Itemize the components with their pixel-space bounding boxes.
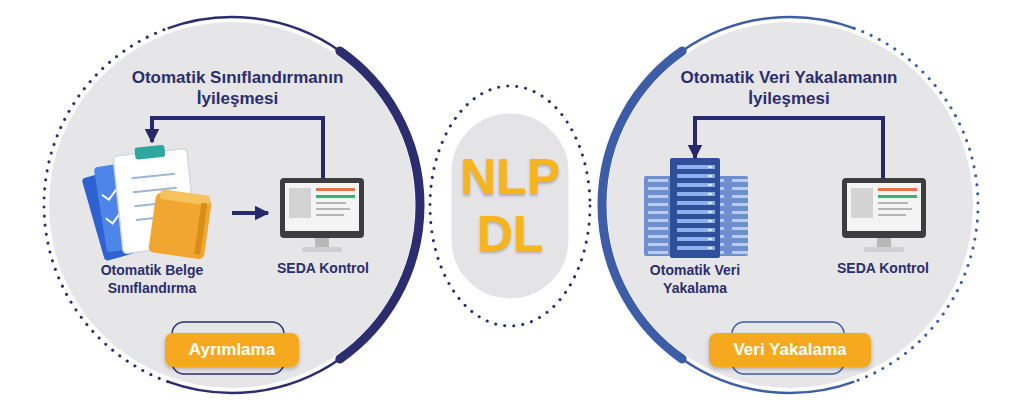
process-step: SEDA Kontrol (828, 178, 938, 278)
circle-fill (49, 22, 415, 388)
feedback-arrow (152, 118, 323, 178)
process-step: Otomatik Belge Sınıflandırma (72, 142, 232, 297)
feedback-label: Otomatik Veri Yakalamanın İyileşmesi (658, 67, 920, 110)
region-badge: Ayrımlama (165, 333, 299, 367)
feedback-label: Otomatik Sınıflandırmanın İyileşmesi (107, 67, 369, 110)
region-badge: Veri Yakalama (709, 333, 870, 367)
pill-fill (450, 112, 570, 300)
process-step: SEDA Kontrol (268, 178, 378, 278)
circle-fill (607, 22, 973, 388)
ring-accent (602, 51, 682, 359)
step-label: Otomatik Belge Sınıflandırma (72, 262, 232, 297)
feedback-arrow (695, 118, 883, 178)
technology-label: NLP DL (452, 149, 568, 264)
label-holder: Otomatik Sınıflandırmanın İyileşmesi (107, 67, 369, 110)
process-step: Otomatik Veri Yakalama (622, 158, 768, 297)
badge-holder: Ayrımlama (42, 333, 422, 367)
step-label: SEDA Kontrol (268, 260, 378, 278)
ring-accent (340, 51, 420, 359)
label-holder: Otomatik Veri Yakalamanın İyileşmesi (658, 67, 920, 110)
step-label: SEDA Kontrol (828, 260, 938, 278)
badge-holder: Veri Yakalama (600, 333, 980, 367)
step-label: Otomatik Veri Yakalama (622, 262, 768, 297)
dotted-ring (430, 86, 590, 326)
flow-arrow (232, 211, 268, 215)
technology-pill: NLP DL (448, 110, 572, 302)
